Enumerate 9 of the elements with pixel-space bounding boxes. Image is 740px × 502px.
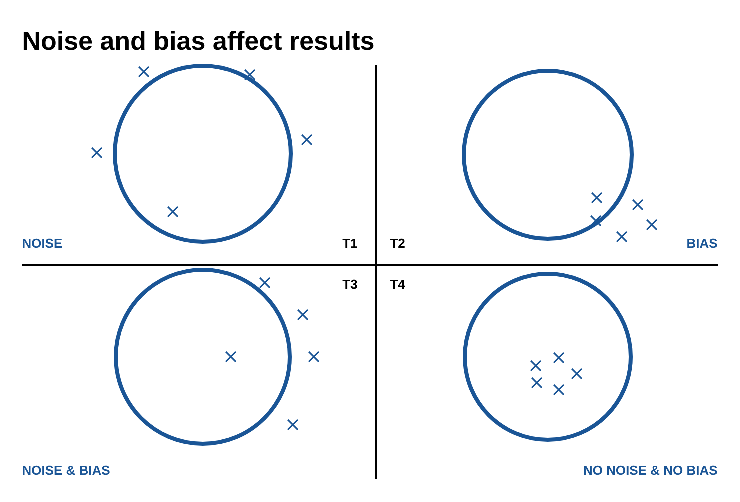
label: T1 [342,239,358,248]
label: T4 [390,280,406,289]
label: BIAS [688,238,718,248]
label: T3 [342,280,358,290]
title: Noise and bias affect results [24,31,374,50]
label: NO NOISE & NO BIAS [584,466,718,476]
label: T2 [390,238,405,248]
label: NOISE [23,238,62,248]
label: NOISE & BIAS [23,466,110,476]
